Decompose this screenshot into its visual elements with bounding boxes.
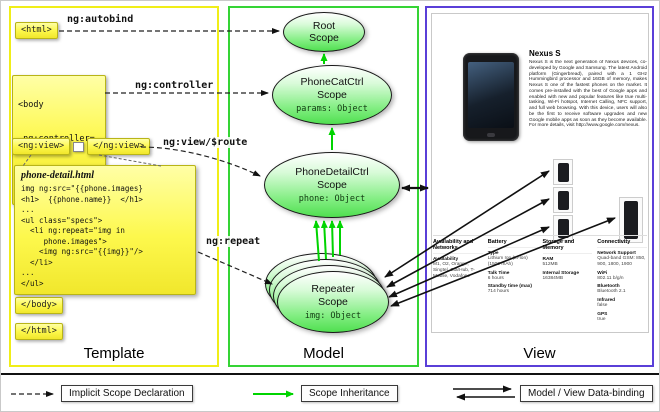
spec-section-availability: Availability and Networks Availability M… [433, 239, 483, 323]
phone-thumbnail[interactable] [553, 159, 573, 185]
body-open-line: <body [18, 100, 44, 111]
code-line: </li> [21, 257, 53, 267]
scope-property: img: Object [304, 310, 362, 321]
spec-label: Network Support [597, 251, 636, 256]
html-open-tag: <html> [15, 22, 58, 40]
spec-value: 714 hours [487, 289, 510, 295]
spec-section-title: Battery [487, 239, 538, 248]
phone-description: Nexus S is the next generation of Nexus … [529, 60, 647, 129]
body-close-tag: </body> [15, 297, 63, 315]
phonecatctrl-scope-ellipse: PhoneCatCtrl Scope params: Object [272, 65, 392, 125]
view-panel-label: View [523, 345, 556, 362]
ngview-tags: <ng:view> </ng:view> [12, 138, 151, 156]
template-panel: Template [9, 6, 219, 367]
spec-value: 16384MB [542, 275, 564, 281]
spec-section-title: Storage and Memory [542, 239, 593, 254]
root-scope-ellipse: Root Scope [283, 12, 365, 52]
phone-image [463, 53, 519, 141]
phone-key [487, 133, 495, 137]
repeater-scope-ellipse: Repeater Scope img: Object [277, 271, 389, 333]
ng-view-route-label: ng:view/$route [161, 137, 250, 148]
scope-name: PhoneCatCtrl [300, 76, 364, 89]
code-line: <h1> {{phone.name}} </h1> [21, 194, 143, 204]
legend-separator [1, 373, 659, 375]
scope-kind: Scope [317, 178, 347, 191]
phone-thumbnail[interactable] [553, 187, 573, 213]
legend-implicit-scope: Implicit Scope Declaration [61, 385, 193, 402]
scope-kind: Scope [309, 32, 339, 44]
code-line: phone.images"> [21, 236, 107, 246]
code-line: <img ng:src="{{img}}"/> [21, 247, 143, 256]
spec-section-connectivity: Connectivity Network Support Quad-band G… [597, 239, 647, 323]
view-placeholder-icon [73, 141, 85, 152]
scope-name: PhoneDetailCtrl [295, 166, 369, 179]
scope-property: params: Object [296, 103, 368, 114]
spec-table: Availability and Networks Availability M… [433, 235, 647, 323]
spec-section-storage: Storage and Memory RAM 512MB Internal St… [542, 239, 593, 323]
code-line: </ul> [21, 278, 44, 288]
code-line: <ul class="specs"> [21, 215, 103, 225]
scope-property: phone: Object [298, 193, 366, 204]
phone-thumbnail-image [557, 190, 569, 210]
scope-name: Repeater [311, 283, 355, 296]
ng-repeat-label: ng:repeat [204, 236, 263, 247]
spec-value: Bluetooth 2.1 [597, 289, 626, 295]
scope-kind: Scope [318, 295, 348, 308]
spec-value: true [597, 316, 606, 322]
spec-value: M1, O2, Orange, Singtel, StarHub, T-Mobi… [433, 262, 475, 279]
spec-label: GPS [597, 311, 608, 317]
scope-name: Root [312, 19, 336, 32]
code-line: ... [21, 205, 35, 214]
phone-thumbnail-image [624, 201, 638, 239]
phonedetailctrl-scope-ellipse: PhoneDetailCtrl Scope phone: Object [264, 152, 400, 218]
code-line: ... [21, 268, 35, 277]
spec-value: 802.11 b/g/n [597, 275, 624, 281]
phone-detail-template: phone-detail.html img ng:src="{{phone.im… [14, 165, 196, 295]
spec-value: Lithium Ion (Li-Ion) (1500 mAh) [487, 256, 528, 267]
phone-title: Nexus S [529, 49, 561, 58]
ngview-open-tag: <ng:view> [12, 138, 71, 156]
legend-scope-inheritance: Scope Inheritance [301, 385, 398, 402]
spec-section-battery: Battery Type Lithium Ion (Li-Ion) (1500 … [487, 239, 538, 323]
spec-value: false [597, 303, 608, 308]
scope-kind: Scope [317, 88, 347, 101]
spec-section-title: Availability and Networks [433, 239, 483, 254]
code-line: <li ng:repeat="img in [21, 226, 125, 235]
html-close-tag: </html> [15, 323, 63, 341]
template-panel-label: Template [83, 345, 145, 362]
template-filename: phone-detail.html [21, 170, 95, 181]
phone-thumbnail-image [557, 162, 569, 182]
phone-screen [468, 62, 514, 128]
spec-value: 512MB [542, 262, 558, 267]
spec-value: Quad-band GSM: 850, 900, 1800, 1900 [597, 256, 646, 267]
ng-controller-label: ng:controller [133, 80, 216, 91]
ng-autobind-label: ng:autobind [65, 14, 136, 25]
ngview-close-tag: </ng:view> [87, 138, 151, 156]
model-panel-label: Model [303, 345, 344, 362]
spec-section-title: Connectivity [597, 239, 647, 248]
spec-value: 6 hours [487, 275, 504, 281]
code-line: img ng:src="{{phone.images} [21, 184, 143, 193]
legend-data-binding: Model / View Data-binding [520, 385, 653, 402]
